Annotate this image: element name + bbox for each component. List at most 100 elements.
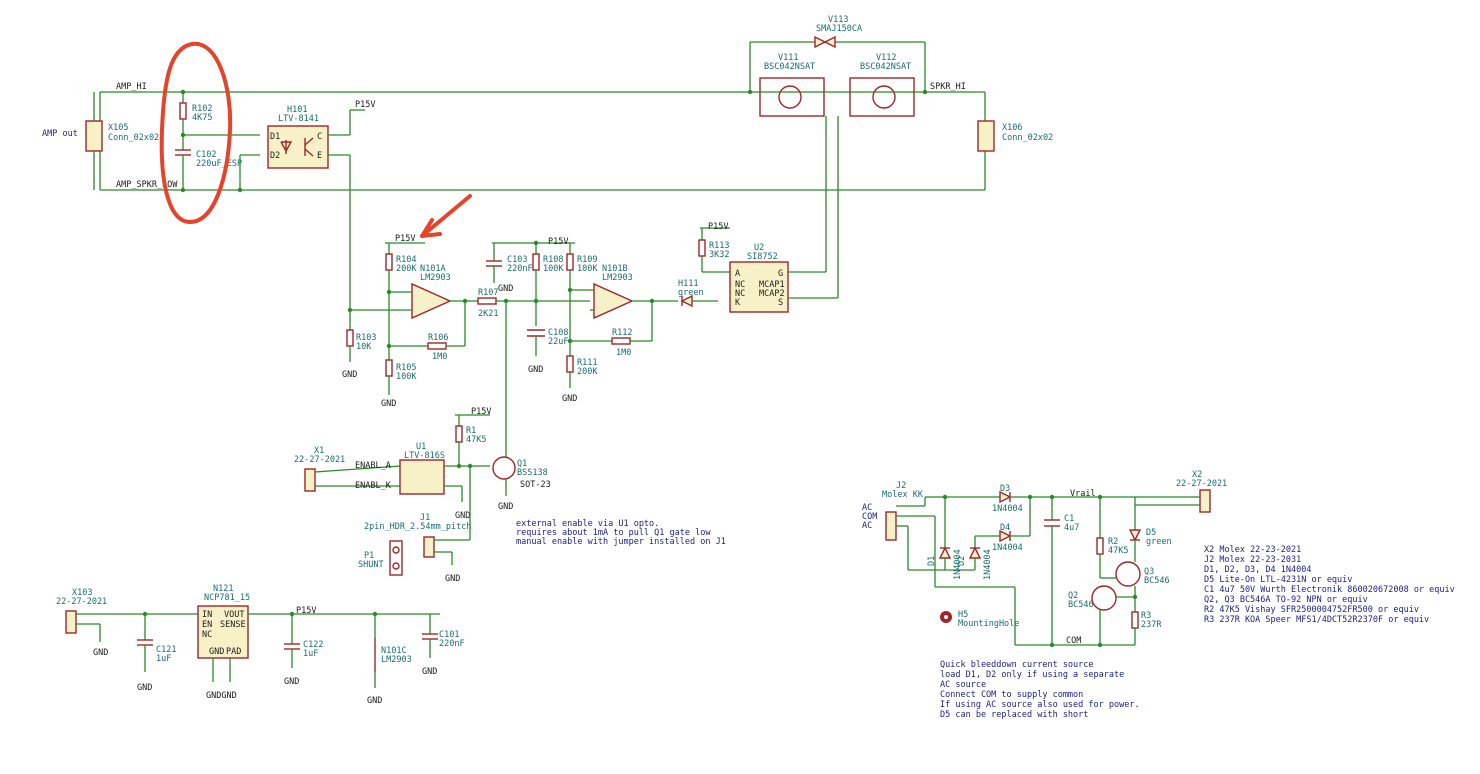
u2-ref: U2 xyxy=(754,243,764,253)
d1-ref: D1 xyxy=(927,556,937,566)
h101-ref: H101 xyxy=(287,105,307,115)
p15v-r1: P15V xyxy=(471,407,491,417)
r103-val: 10K xyxy=(356,342,372,352)
capacitor-c108: C108 22uF GND xyxy=(527,328,568,375)
connector-j2: J2 Molex KK AC COM AC xyxy=(862,481,924,541)
u2-pin-nc1: NC xyxy=(735,280,745,290)
gnd-c122: GND xyxy=(284,677,299,687)
x1-ref: X1 xyxy=(314,446,324,456)
u2-pin-nc2: NC xyxy=(735,289,745,299)
n101b-ref: N101B xyxy=(602,264,628,274)
j2-label-ac1: AC xyxy=(862,503,872,513)
j2-val: Molex KK xyxy=(882,490,924,500)
h101-pin-d1: D1 xyxy=(270,132,280,142)
c108-ref: C108 xyxy=(548,328,568,338)
diode-d1: D1 1N4004 xyxy=(927,497,963,580)
d2-ref: D2 xyxy=(957,556,967,566)
gnd-j1: GND xyxy=(445,574,460,584)
n121-pin-gnd: GND xyxy=(209,647,224,657)
resistor-r112: R112 1M0 xyxy=(570,301,653,358)
comparator-n101a: N101A LM2903 xyxy=(350,264,478,320)
net-spkr-hi: SPKR_HI xyxy=(930,82,966,92)
r105-val: 100K xyxy=(396,372,417,382)
r2-val: 47K5 xyxy=(1108,546,1128,556)
n121-ref: N121 xyxy=(213,584,233,594)
r109-ref: R109 xyxy=(577,255,597,265)
h5-ref: H5 xyxy=(958,610,968,620)
r106-val: 1M0 xyxy=(432,352,447,362)
j2-label-com: COM xyxy=(862,512,877,522)
v112-val: BSC042NSAT xyxy=(860,62,911,72)
p1-ref: P1 xyxy=(364,551,374,561)
tvs-v113: V113 SMAJ150CA xyxy=(749,15,926,92)
mosfet-q1: Q1 BSS138 SOT-23 GND xyxy=(492,301,551,512)
c108-val: 22uF xyxy=(548,337,568,347)
r107-val: 2K21 xyxy=(478,309,498,319)
capacitor-c102: C102 220uF_ESP xyxy=(175,149,242,190)
resistor-r102: R102 4K75 xyxy=(179,92,212,150)
annotation-arrow xyxy=(420,194,472,238)
gnd-c108: GND xyxy=(528,365,543,375)
h111-ref: H111 xyxy=(678,279,698,289)
optocoupler-h101: H101 LTV-8141 D1 D2 C E xyxy=(267,105,329,169)
q3-val: BC546 xyxy=(1144,576,1170,586)
resistor-r103: R103 10K GND xyxy=(342,310,376,380)
c1-val: 4u7 xyxy=(1064,523,1079,533)
capacitor-c103: C103 220nF GND xyxy=(486,243,533,294)
mosfet-v111: V111 BSC042NSAT xyxy=(759,53,825,117)
note-bleed-3: AC source xyxy=(940,680,986,690)
q1-val: BSS138 xyxy=(517,468,548,478)
r103-ref: R103 xyxy=(356,333,376,343)
v111-ref: V111 xyxy=(778,53,798,63)
u1-ref: U1 xyxy=(416,442,426,452)
u2-val: SI8752 xyxy=(747,252,778,262)
net-enabl-k: ENABL_K xyxy=(355,481,392,491)
diode-d2: D2 1N4004 xyxy=(957,536,993,580)
note-bleed-4: Connect COM to supply common xyxy=(940,690,1083,700)
n101a-val: LM2903 xyxy=(420,273,451,283)
gnd-x103: GND xyxy=(93,648,108,658)
q1-pkg: SOT-23 xyxy=(520,480,551,490)
r111-val: 200K xyxy=(577,367,598,377)
gnd-c121: GND xyxy=(137,683,152,693)
d3-ref: D3 xyxy=(1000,484,1010,494)
r104-ref: R104 xyxy=(396,255,416,265)
led-h111: H111 green xyxy=(678,279,718,308)
annotation-circle xyxy=(159,41,233,225)
note-bleed-5: If using AC source also used for power. xyxy=(940,700,1140,710)
comparator-n101c: N101C LM2903 GND xyxy=(367,614,412,706)
r3-val: 237R xyxy=(1141,620,1162,630)
note-bleed-6: D5 can be replaced with short xyxy=(940,710,1088,720)
j2-ref: J2 xyxy=(896,481,906,491)
resistor-r1: R1 47K5 xyxy=(455,415,486,466)
bom-line-8: R3 237R KOA Speer MFS1/4DCT52R2370F or e… xyxy=(1204,615,1429,625)
bom-line-2: J2 Molex 22-23-2031 xyxy=(1204,555,1301,565)
c102-val: 220uF_ESP xyxy=(196,159,242,169)
q1-ref: Q1 xyxy=(517,459,527,469)
r104-val: 200K xyxy=(396,264,417,274)
d4-val: 1N4004 xyxy=(992,543,1023,553)
d5-ref: D5 xyxy=(1146,528,1156,538)
bom-line-1: X2 Molex 22-23-2021 xyxy=(1204,545,1301,555)
mounting-hole-h5: H5 MountingHole xyxy=(940,610,1019,629)
x106-ref: X106 xyxy=(1002,123,1022,133)
regulator-n121: N121 NCP781_15 IN EN NC VOUT SENSE GND P… xyxy=(197,584,250,701)
c122-ref: C122 xyxy=(303,640,323,650)
gnd-u1: GND xyxy=(455,511,470,521)
n121-pin-in: IN xyxy=(202,610,212,620)
connector-x1: X1 22-27-2021 xyxy=(294,446,345,492)
x2-ref: X2 xyxy=(1192,470,1202,480)
r2-ref: R2 xyxy=(1108,537,1118,547)
transistor-q3: Q3 BC546 xyxy=(1100,561,1170,597)
r112-ref: R112 xyxy=(612,328,632,338)
c1-ref: C1 xyxy=(1064,514,1074,524)
led-d5: D5 green xyxy=(1128,497,1172,562)
u2-pin-mcap2: MCAP2 xyxy=(759,289,785,299)
resistor-r105: R105 100K GND xyxy=(381,359,417,409)
h101-pin-e: E xyxy=(317,151,322,161)
r106-ref: R106 xyxy=(428,333,448,343)
n121-pin-en: EN xyxy=(202,620,212,630)
d1-val: 1N4004 xyxy=(953,549,963,580)
resistor-r107: R107 2K21 xyxy=(477,288,590,319)
c101-ref: C101 xyxy=(439,630,459,640)
